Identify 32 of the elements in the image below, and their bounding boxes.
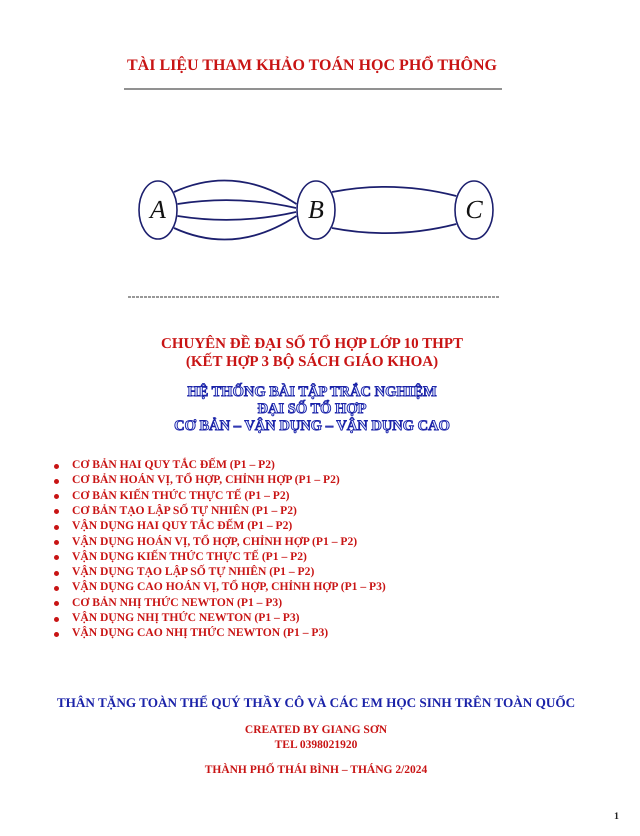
connector-line	[174, 180, 297, 205]
list-item: VẬN DỤNG HOÁN VỊ, TỔ HỢP, CHỈNH HỢP (P1 – P2)	[72, 536, 358, 548]
page-number: 1	[614, 811, 619, 822]
subheading: CHUYÊN ĐỀ ĐẠI SỐ TỔ HỢP LỚP 10 THPT	[161, 336, 463, 352]
list-item: VẬN DỤNG KIẾN THỨC THỰC TẾ (P1 – P2)	[72, 550, 307, 564]
list-item: CƠ BẢN KIẾN THỨC THỰC TẾ (P1 – P2)	[72, 490, 290, 502]
list-item: CƠ BẢN TẠO LẬP SỐ TỰ NHIÊN (P1 – P2)	[72, 504, 297, 518]
author-credit: CREATED BY GIANG SƠN	[244, 724, 388, 737]
circle-node: A	[138, 180, 178, 240]
circle-node: B	[296, 180, 336, 240]
list-item: VẬN DỤNG CAO HOÁN VỊ, TỔ HỢP, CHỈNH HỢP (P1 – P3)	[72, 581, 386, 594]
list-item: VẬN DỤNG TẠO LẬP SỐ TỰ NHIÊN (P1 – P2)	[72, 566, 314, 579]
dedication-text: THÂN TẶNG TOÀN THỂ QUÝ THẦY CÔ VÀ CÁC EM HỌC SINH TRÊN TOÀN QUỐC	[56, 696, 576, 711]
connector-line	[332, 186, 457, 197]
subheading: (KẾT HỢP 3 BỘ SÁCH GIÁO KHOA)	[186, 354, 438, 370]
list-item: CƠ BẢN HAI QUY TẮC ĐẾM (P1 – P2)	[72, 459, 275, 472]
subheading: HỆ THỐNG BÀI TẬP TRẮC NGHIỆM	[187, 385, 437, 400]
list-item: CƠ BẢN HOÁN VỊ, TỔ HỢP, CHỈNH HỢP (P1 – P2)	[72, 474, 340, 488]
circle-node: C	[454, 180, 494, 240]
list-item: VẬN DỤNG HAI QUY TẮC ĐẾM (P1 – P2)	[72, 520, 292, 533]
place-date-text: THÀNH PHỐ THÁI BÌNH – THÁNG 2/2024	[204, 764, 428, 777]
subheading: ĐẠI SỐ TỔ HỢP	[258, 402, 366, 417]
connector-line	[174, 215, 297, 240]
subheading: CƠ BẢN – VẬN DỤNG – VẬN DỤNG CAO	[174, 419, 450, 435]
list-item: VẬN DỤNG CAO NHỊ THỨC NEWTON (P1 – P3)	[72, 627, 328, 640]
connector-line	[177, 211, 296, 221]
connector-line	[332, 223, 457, 234]
contact-text: TEL 0398021920	[274, 739, 358, 752]
list-item: CƠ BẢN NHỊ THỨC NEWTON (P1 – P3)	[72, 596, 282, 610]
connector-line	[177, 199, 296, 209]
list-item: VẬN DỤNG NHỊ THỨC NEWTON (P1 – P3)	[72, 612, 300, 625]
heading: TÀI LIỆU THAM KHẢO TOÁN HỌC PHỔ THÔNG	[127, 57, 497, 75]
